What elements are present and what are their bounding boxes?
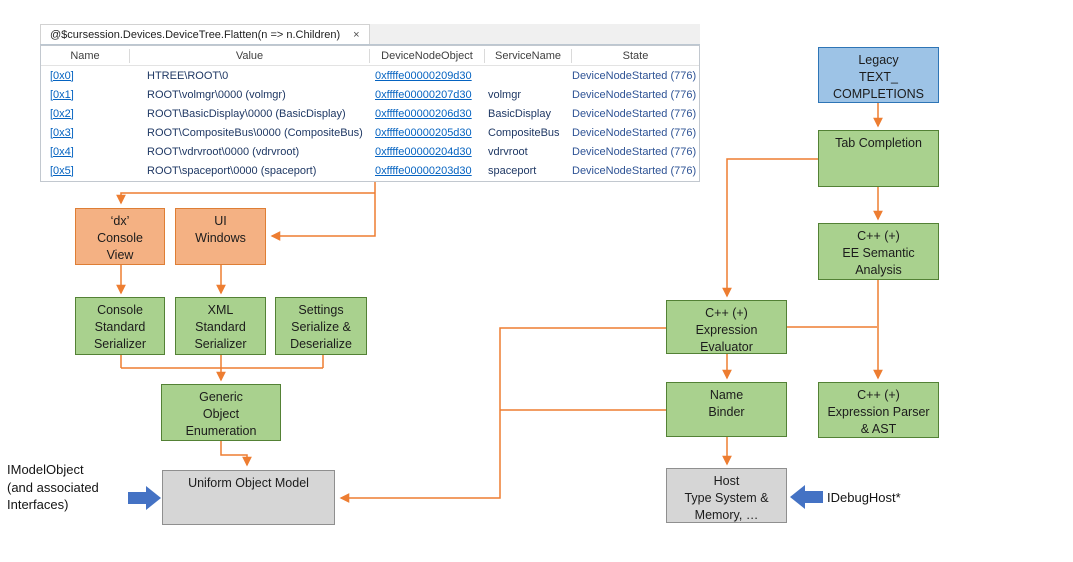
- connector-tabcompletion-to-expressionevaluator: [722, 158, 818, 298]
- row-value: ROOT\spaceport\0000 (spaceport): [147, 164, 317, 177]
- device-tree-table: Name Value DeviceNodeObject ServiceName …: [40, 45, 700, 182]
- connector-evaluator-binder-to-uom: [339, 327, 666, 503]
- row-value: HTREE\ROOT\0: [147, 69, 229, 82]
- row-state: DeviceNodeStarted (776): [572, 88, 697, 101]
- row-state: DeviceNodeStarted (776): [572, 69, 697, 82]
- column-header-name[interactable]: Name: [41, 48, 130, 63]
- row-name-link[interactable]: [0x3]: [50, 126, 74, 139]
- idebughost-block-arrow-icon: [790, 485, 823, 509]
- connector-genericenum-to-uom: [220, 441, 252, 467]
- row-name-link[interactable]: [0x2]: [50, 107, 74, 120]
- box-tab-completion: Tab Completion: [818, 130, 939, 187]
- box-ee-semantic-analysis: C++ (+) EE Semantic Analysis: [818, 223, 939, 280]
- row-service: BasicDisplay: [488, 107, 551, 120]
- box-xml-standard-serializer: XML Standard Serializer: [175, 297, 266, 355]
- box-dx-console-view: ‘dx’ Console View: [75, 208, 165, 265]
- row-service: spaceport: [488, 164, 537, 177]
- box-name-binder: Name Binder: [666, 382, 787, 437]
- row-object-link[interactable]: 0xffffe00000206d30: [375, 107, 472, 120]
- row-object-link[interactable]: 0xffffe00000209d30: [375, 69, 472, 82]
- box-expression-evaluator: C++ (+) Expression Evaluator: [666, 300, 787, 354]
- row-service: vdrvroot: [488, 145, 528, 158]
- tab-title: @$cursession.Devices.DeviceTree.Flatten(…: [50, 28, 341, 41]
- box-ui-windows: UI Windows: [175, 208, 266, 265]
- row-object-link[interactable]: 0xffffe00000207d30: [375, 88, 472, 101]
- idebughost-label: IDebugHost*: [827, 490, 901, 505]
- box-legacy-text-completions: Legacy TEXT_ COMPLETIONS: [818, 47, 939, 103]
- row-object-link[interactable]: 0xffffe00000205d30: [375, 126, 472, 139]
- box-settings-serialize-deserialize: Settings Serialize & Deserialize: [275, 297, 367, 355]
- column-header-devicenodeobject[interactable]: DeviceNodeObject: [370, 48, 485, 63]
- row-value: ROOT\CompositeBus\0000 (CompositeBus): [147, 126, 363, 139]
- column-header-value[interactable]: Value: [130, 48, 370, 63]
- table-row: [0x1] ROOT\volmgr\0000 (volmgr) 0xffffe0…: [41, 85, 699, 104]
- row-service: volmgr: [488, 88, 522, 101]
- tab-bar: @$cursession.Devices.DeviceTree.Flatten(…: [40, 24, 700, 45]
- box-expression-parser-ast: C++ (+) Expression Parser & AST: [818, 382, 939, 438]
- table-row: [0x5] ROOT\spaceport\0000 (spaceport) 0x…: [41, 161, 699, 180]
- table-row: [0x0] HTREE\ROOT\0 0xffffe00000209d30 De…: [41, 66, 699, 85]
- row-state: DeviceNodeStarted (776): [572, 126, 697, 139]
- table-header-row: Name Value DeviceNodeObject ServiceName …: [41, 46, 699, 66]
- imodelobject-label: IModelObject (and associated Interfaces): [7, 462, 99, 512]
- row-service: CompositeBus: [488, 126, 560, 139]
- row-value: ROOT\BasicDisplay\0000 (BasicDisplay): [147, 107, 346, 120]
- table-row: [0x2] ROOT\BasicDisplay\0000 (BasicDispl…: [41, 104, 699, 123]
- row-state: DeviceNodeStarted (776): [572, 145, 697, 158]
- box-generic-object-enumeration: Generic Object Enumeration: [161, 384, 281, 441]
- row-name-link[interactable]: [0x4]: [50, 145, 74, 158]
- connector-table-to-uiwindows: [270, 182, 376, 241]
- row-object-link[interactable]: 0xffffe00000203d30: [375, 164, 472, 177]
- row-name-link[interactable]: [0x5]: [50, 164, 74, 177]
- row-value: ROOT\vdrvroot\0000 (vdrvroot): [147, 145, 300, 158]
- column-header-state[interactable]: State: [622, 49, 649, 62]
- row-name-link[interactable]: [0x0]: [50, 69, 74, 82]
- table-row: [0x4] ROOT\vdrvroot\0000 (vdrvroot) 0xff…: [41, 142, 699, 161]
- row-state: DeviceNodeStarted (776): [572, 164, 697, 177]
- box-uniform-object-model: Uniform Object Model: [162, 470, 335, 525]
- row-state: DeviceNodeStarted (776): [572, 107, 697, 120]
- box-host-type-system: Host Type System & Memory, …: [666, 468, 787, 523]
- connector-table-to-dxconsole: [116, 192, 375, 205]
- table-row: [0x3] ROOT\CompositeBus\0000 (CompositeB…: [41, 123, 699, 142]
- row-name-link[interactable]: [0x1]: [50, 88, 74, 101]
- tab-devicetree-query[interactable]: @$cursession.Devices.DeviceTree.Flatten(…: [40, 24, 370, 44]
- box-console-standard-serializer: Console Standard Serializer: [75, 297, 165, 355]
- row-value: ROOT\volmgr\0000 (volmgr): [147, 88, 286, 101]
- close-icon[interactable]: ×: [353, 28, 360, 41]
- connector-serializer-join: [120, 355, 324, 369]
- column-header-servicename[interactable]: ServiceName: [485, 48, 572, 63]
- row-object-link[interactable]: 0xffffe00000204d30: [375, 145, 472, 158]
